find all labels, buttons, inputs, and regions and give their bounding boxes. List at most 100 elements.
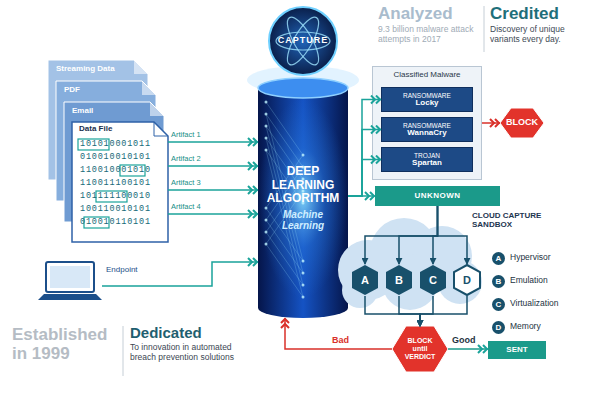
node-text: WannaCry [407,129,446,138]
network-dot [302,272,305,275]
laptop-screen [46,262,94,292]
network-dot [265,207,268,210]
node-text: BLOCK until VERDICT [401,337,439,360]
algorithm-cylinder: DEEP LEARNING ALGORITHM Machine Learning [258,78,348,318]
cylinder-body [258,88,348,308]
edge-label: Artifact 1 [171,131,201,139]
network-dot [302,296,305,299]
node-text: B [395,274,403,286]
node-text: BLOCK [506,118,538,128]
node-text: Machine Learning [264,209,342,231]
cylinder-glow [258,98,348,298]
page-fold [142,81,156,95]
node-text: Spartan [412,159,442,168]
capture-logo: CAPTURE [268,6,338,76]
legend-text: Memory [510,322,541,331]
connector-arrow [482,122,500,124]
verdict-hexagon: BLOCK until VERDICT [392,326,448,372]
info-text: Credited [490,4,559,24]
legend-text: Hypervisor [510,253,551,262]
legend-key: C [492,298,505,311]
connector-arrow [102,262,258,286]
sent-box: SENT [488,341,546,359]
node-text: TROJAN [414,152,440,159]
binary-row: 101111100010 [80,192,151,202]
node-text: CLOUD CAPTURE SANDBOX [472,212,548,230]
network-dot [265,113,268,116]
info-text: To innovation in automated breach preven… [130,343,245,363]
sandbox-hexagon: D [453,264,481,296]
connector-arrow [168,213,258,215]
network-dot [265,231,268,234]
hexagon-outline [454,265,480,295]
divider-line [123,326,124,376]
hexagon-outline [386,265,412,295]
legend-text: Virtualization [510,299,559,308]
unknown-bar: UNKNOWN [375,186,500,206]
binary-row: 010010010101 [80,153,151,163]
sandbox-cloud-shape [338,212,482,308]
group-box: Classified MalwareRANSOMWARELockyRANSOMW… [372,66,482,180]
sandbox-hexagon: C [419,264,447,296]
binary-row: 110011100101 [80,179,151,189]
cylinder-bottom [258,298,348,318]
divider-line [484,6,485,52]
node-text: PDF [64,86,80,95]
node-text: Data File [79,125,112,134]
laptop-base [38,294,102,300]
logo-disc [269,7,337,75]
info-text: Dedicated [130,324,202,341]
connector-arrow [285,318,392,349]
endpoint-laptop-shape [38,262,102,304]
edge-label: Artifact 3 [171,179,201,187]
connector-arrow [168,141,258,143]
endpoint-laptop: Endpoint [38,262,102,304]
network-dot [265,219,268,222]
binary-row: 100110010101 [80,205,151,215]
network-dot [265,149,268,152]
network-dot [302,260,305,263]
logo-orbit [276,32,330,50]
legend-key: D [492,321,505,334]
hexagon-outline [352,265,378,295]
edge-label: Artifact 4 [171,203,201,211]
node-text: RANSOMWARE [403,92,451,99]
edge-label: Artifact 2 [171,155,201,163]
node-text: Classified Malware [393,71,460,80]
edge-label: Good [452,336,476,346]
network-dot [302,284,305,287]
node-text: UNKNOWN [414,192,460,201]
node-text: D [463,274,471,286]
node-text: Streaming Data [56,65,115,74]
legend-key: B [492,275,505,288]
cylinder-top [258,78,348,98]
page-fold [154,122,168,136]
info-text: 9.3 billion malware attack attempts in 2… [378,25,478,45]
cloud-puff [382,254,438,310]
page-outline [72,122,168,242]
node-text: Endpoint [106,266,138,275]
network-dot [265,137,268,140]
network-dot [302,154,305,157]
network-dot [265,125,268,128]
node-text: CAPTURE [278,36,329,46]
sandbox-hexagon: B [385,264,413,296]
network-dot [265,101,268,104]
hexagon-outline [392,326,448,372]
legend-text: Emulation [510,276,548,285]
connector-arrow [168,189,258,191]
block-hexagon: BLOCK [500,108,544,138]
sandbox-hexagon: A [351,264,379,296]
connector-arrow [168,165,258,167]
page-fold [134,60,148,74]
legend-key: A [492,252,505,265]
info-text: Discovery of unique variants every day. [490,25,595,45]
hexagon-outline [420,265,446,295]
binary-row: 110010001010 [80,166,151,176]
node-text: DEEP LEARNING ALGORITHM [264,165,342,206]
page-fold [150,102,164,116]
malware-box: RANSOMWARELocky [381,87,473,112]
info-text: Analyzed [378,4,453,24]
laptop-display [50,266,90,288]
